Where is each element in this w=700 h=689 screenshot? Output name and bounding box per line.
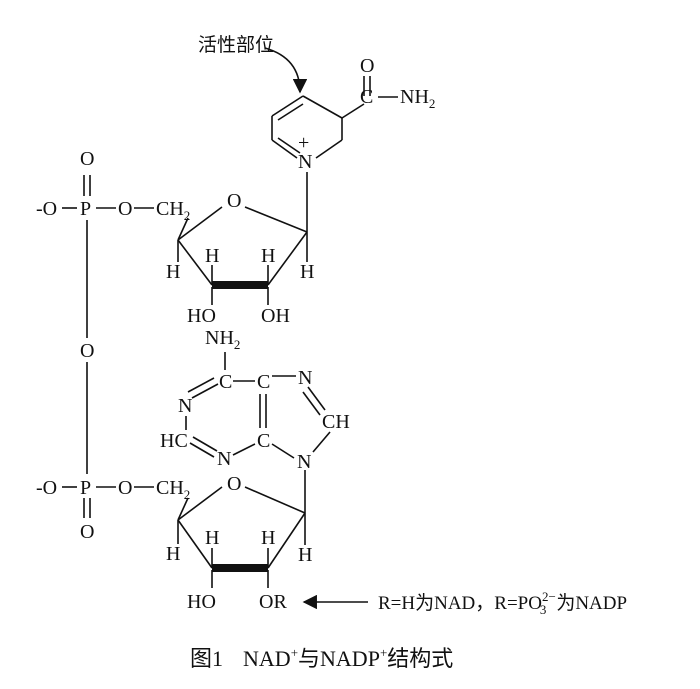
lower-c2-or-group: OR [259, 591, 287, 613]
upper-phosphate-o-minus: -O [36, 198, 57, 220]
adenine-c6: C [219, 371, 232, 393]
adenine-c8: CH [322, 411, 350, 433]
adenine-n9: N [297, 451, 311, 473]
upper-ch2-label: CH2 [156, 198, 190, 223]
adenine-c2: HC [160, 430, 188, 452]
upper-ring-oxygen: O [227, 190, 241, 212]
adenine-nh2-label: NH2 [205, 327, 240, 352]
lower-ribose: O H H H H HO OR [166, 473, 312, 613]
adenine-n1: N [178, 395, 192, 417]
lower-c4-h: H [166, 543, 180, 565]
upper-phosphorus: P [80, 198, 91, 220]
upper-phosphate: O -O P O CH2 [36, 148, 190, 338]
lower-c3-h: H [205, 527, 219, 549]
figure-number: 图1 [190, 646, 223, 671]
lower-c2-h: H [261, 527, 275, 549]
adenine-n3: N [217, 448, 231, 470]
lower-phosphate-o-minus: -O [36, 477, 57, 499]
amide-carbon: C [360, 86, 373, 108]
lower-ring-oxygen: O [227, 473, 241, 495]
amide-nh2-label: NH2 [400, 86, 435, 111]
bridging-oxygen: O [80, 340, 94, 362]
carboxamide-group: C O NH2 [341, 55, 435, 119]
lower-phosphate: -O P O CH2 O [36, 477, 190, 543]
lower-c1-h: H [298, 544, 312, 566]
upper-c2-hydroxyl: OH [261, 305, 290, 327]
adenine-n7: N [298, 367, 312, 389]
upper-c3-hydroxyl: HO [187, 305, 216, 327]
adenine-c5: C [257, 371, 270, 393]
lower-phosphate-oxo-o: O [80, 521, 94, 543]
upper-phosphate-oxo-o: O [80, 148, 94, 170]
upper-c2-h: H [261, 245, 275, 267]
upper-ribose: O H H H H HO OH [166, 190, 314, 327]
nicotinamide-ring: N + [271, 95, 343, 173]
amide-oxygen: O [360, 55, 374, 77]
lower-ch2-label: CH2 [156, 477, 190, 502]
active-site-label: 活性部位 [198, 34, 274, 56]
adenine: NH2 C C N HC N C N CH N [160, 327, 350, 513]
upper-c4-h: H [166, 261, 180, 283]
upper-c3-h: H [205, 245, 219, 267]
upper-c1-h: H [300, 261, 314, 283]
positive-charge: + [298, 132, 309, 154]
pyridinium-nitrogen: N [298, 151, 312, 173]
lower-c3-hydroxyl: HO [187, 591, 216, 613]
lower-phosphorus: P [80, 477, 91, 499]
upper-ester-o: O [118, 198, 132, 220]
lower-ester-o: O [118, 477, 132, 499]
adenine-c4: C [257, 430, 270, 452]
active-site-arrow [264, 47, 308, 94]
